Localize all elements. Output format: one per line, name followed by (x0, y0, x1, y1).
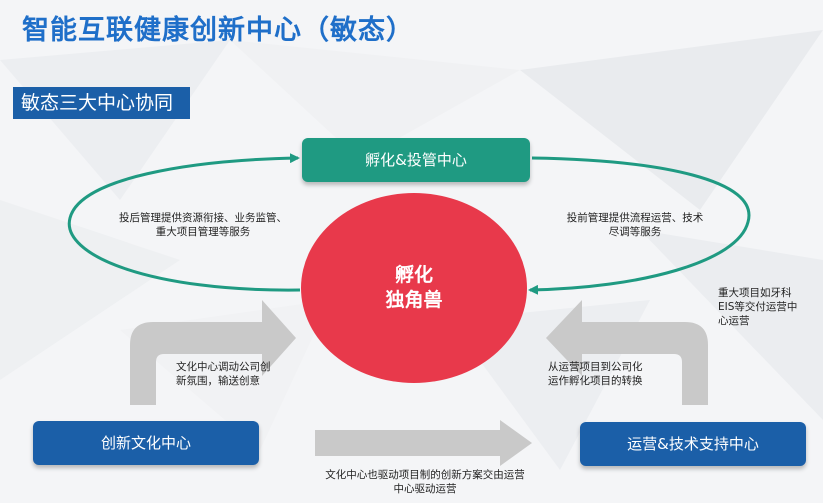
bottom-arrow-note-line2: 中心驱动运营 (393, 483, 457, 495)
far-right-note-line1: 重大项目如牙科 (718, 287, 792, 299)
culture-to-ops-arrow (315, 420, 532, 466)
right-loop-note-line2: 尽调等服务 (608, 226, 662, 238)
page-title: 智能互联健康创新中心（敏态） (22, 15, 414, 46)
far-right-note-line3: 心运营 (718, 315, 750, 327)
ops-to-core-arrow (546, 300, 708, 405)
ops-arrow-note-line1: 从运营项目到公司化 (548, 361, 643, 373)
bottom-arrow-note-line1: 文化中心也驱动项目制的创新方案交由运营 (325, 469, 525, 481)
core-label-line1: 孵化 (394, 264, 433, 286)
ops-center-node: 运营&技术支持中心 (580, 422, 806, 466)
culture-arrow-note: 文化中心调动公司创 新氛围，输送创意 (176, 360, 306, 388)
culture-center-node: 创新文化中心 (33, 421, 259, 465)
far-right-note-line2: EIS等交付运营中 (718, 301, 798, 313)
right-loop-arrow (528, 156, 751, 295)
culture-arrow-note-line1: 文化中心调动公司创 (176, 361, 271, 373)
core-label-line2: 独角兽 (385, 289, 443, 311)
right-loop-note-line1: 投前管理提供流程运营、技术 (566, 212, 704, 224)
core-circle: 孵化 独角兽 (301, 193, 527, 383)
section-subtitle: 敏态三大中心协同 (13, 87, 190, 119)
left-loop-note: 投后管理提供资源衔接、业务监管、 重大项目管理等服务 (103, 211, 303, 239)
ops-arrow-note-line2: 运作孵化项目的转换 (548, 375, 643, 387)
culture-arrow-note-line2: 新氛围，输送创意 (176, 375, 260, 387)
left-loop-note-line2: 重大项目管理等服务 (155, 226, 251, 238)
left-loop-note-line1: 投后管理提供资源衔接、业务监管、 (119, 212, 287, 224)
bottom-arrow-note: 文化中心也驱动项目制的创新方案交由运营 中心驱动运营 (290, 468, 560, 496)
culture-to-core-arrow (130, 300, 296, 405)
incubation-center-node: 孵化&投管中心 (302, 138, 530, 182)
right-loop-note: 投前管理提供流程运营、技术 尽调等服务 (550, 211, 720, 239)
far-right-note: 重大项目如牙科 EIS等交付运营中 心运营 (718, 286, 818, 328)
left-loop-arrow (67, 153, 301, 292)
ops-arrow-note: 从运营项目到公司化 运作孵化项目的转换 (548, 360, 668, 388)
